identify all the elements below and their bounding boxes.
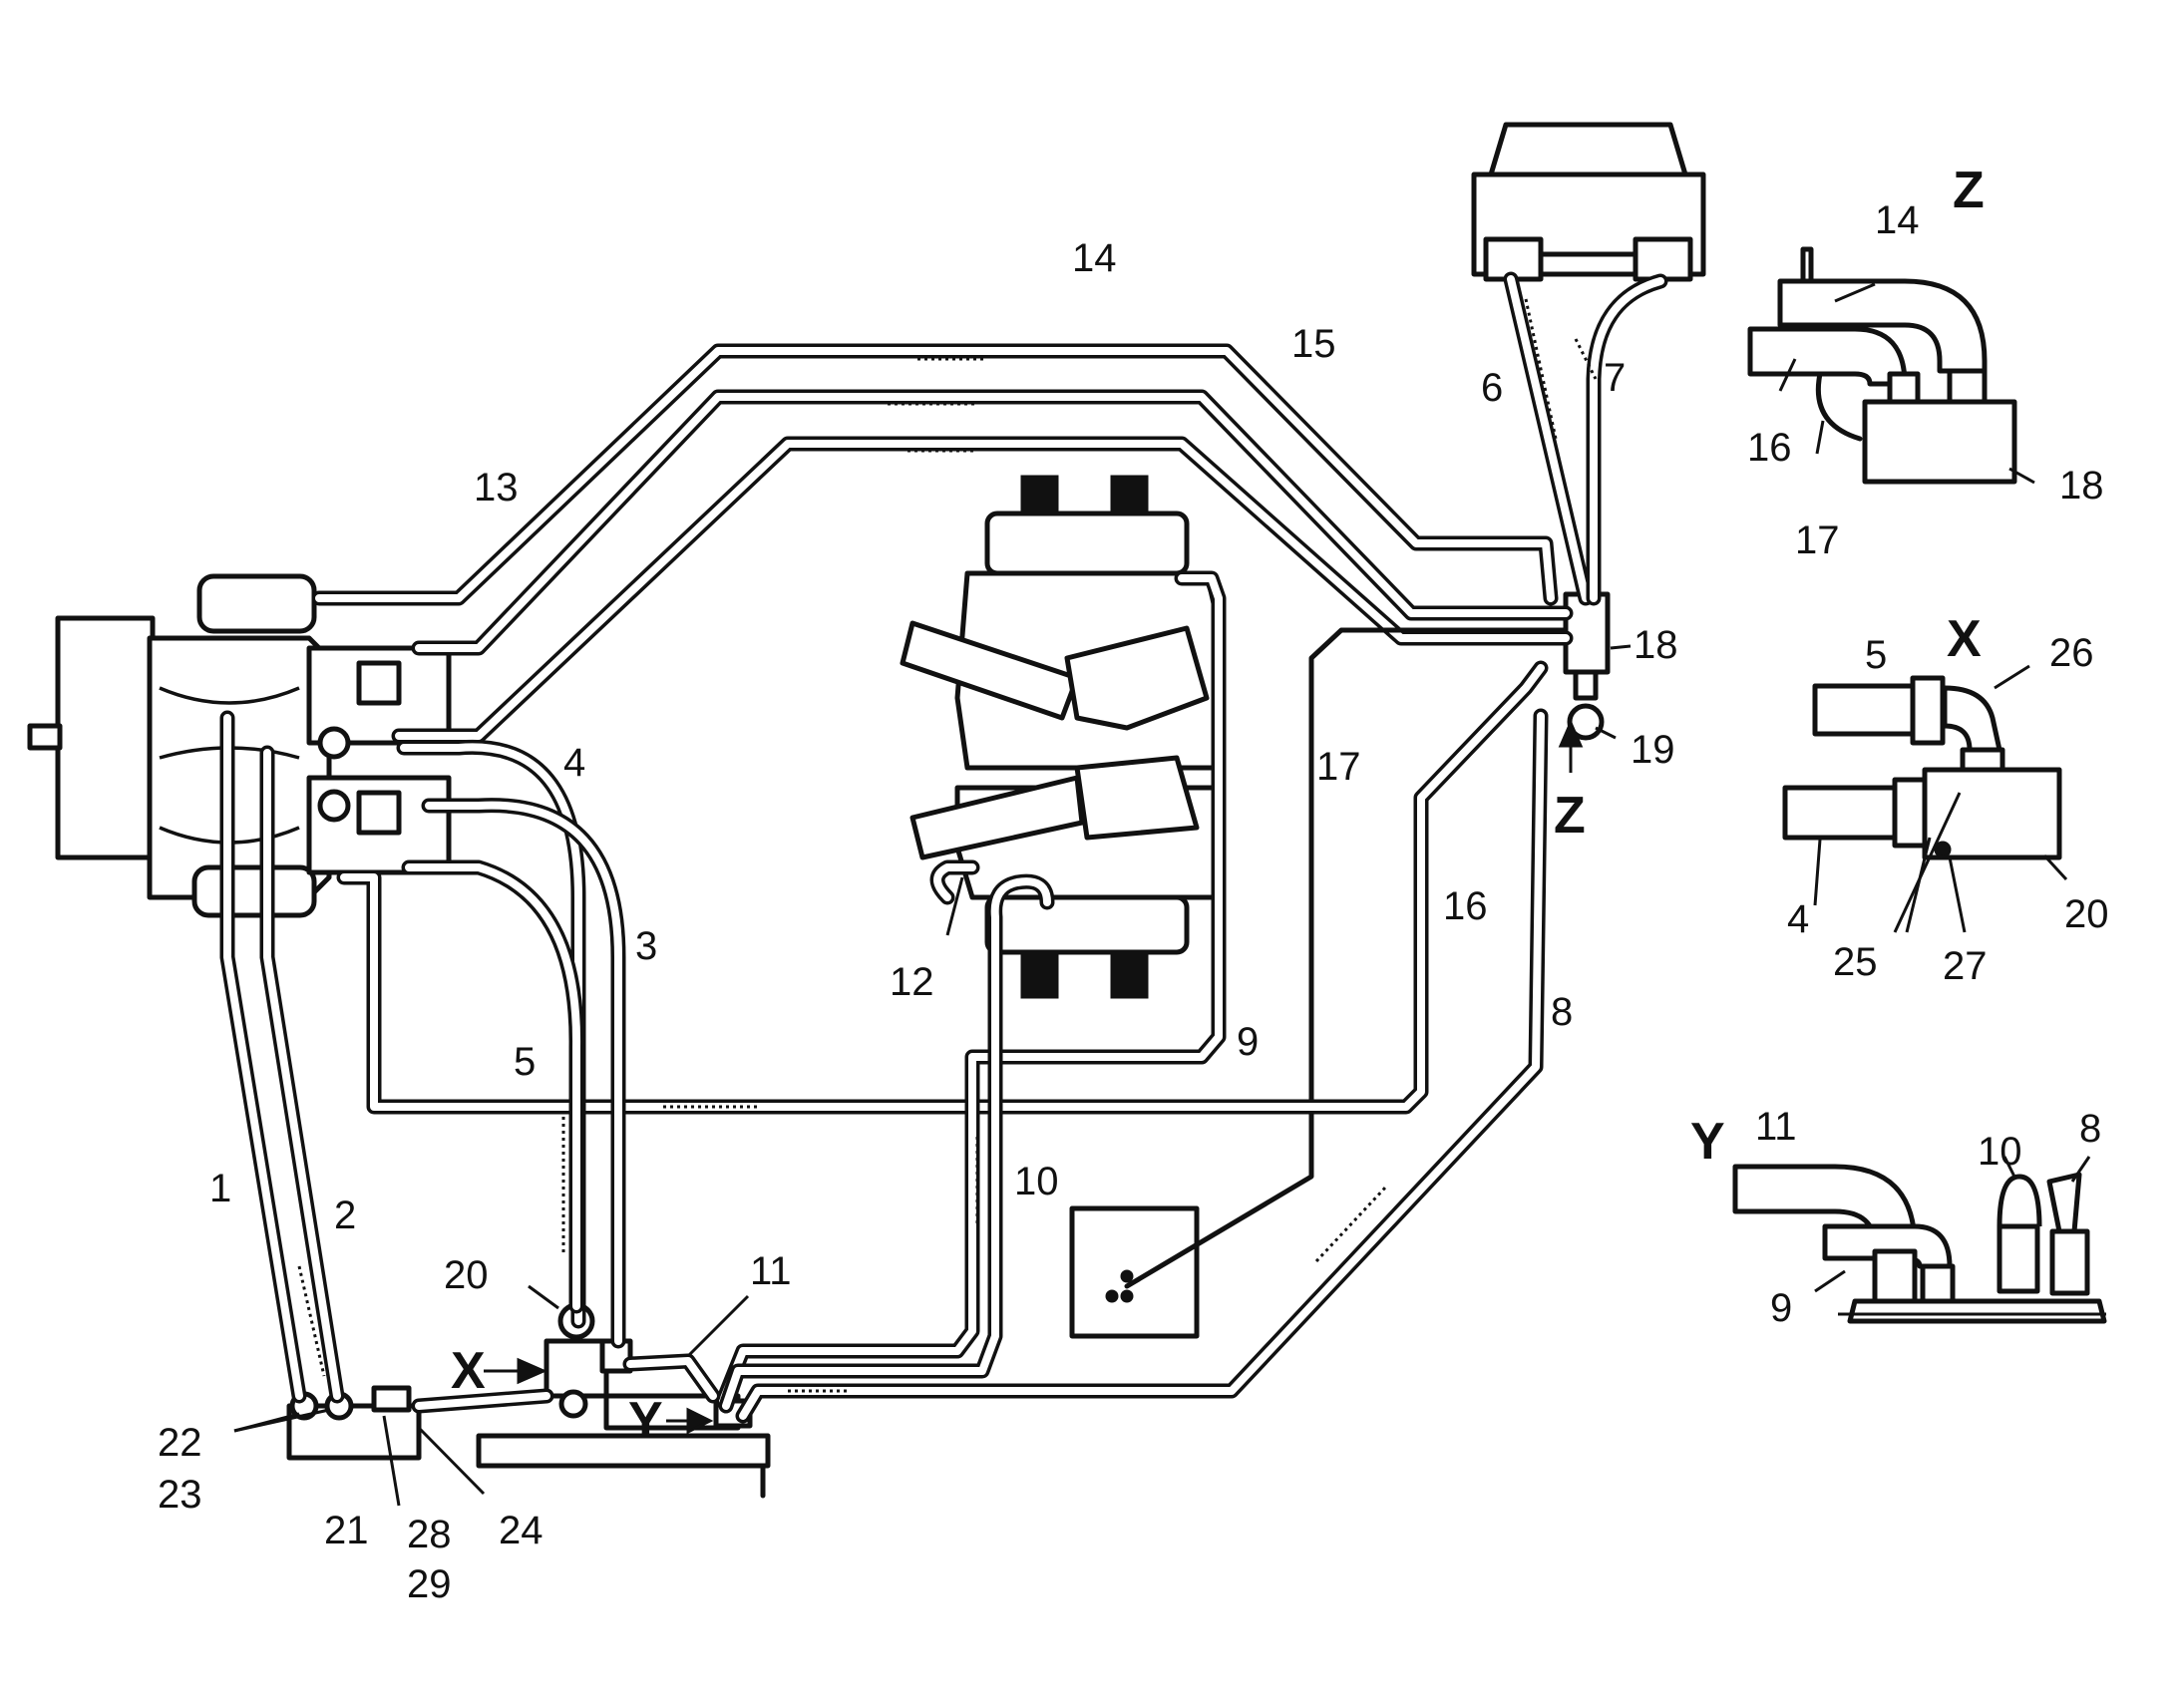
callout-28: 28	[407, 1513, 452, 1556]
hose-clamp-bracket	[1069, 1205, 1200, 1339]
control-valve-block	[900, 475, 1225, 999]
callout-6: 6	[1481, 366, 1503, 410]
callout-20: 20	[444, 1253, 489, 1297]
callout-15: 15	[1291, 322, 1336, 366]
callout-29: 29	[407, 1562, 452, 1606]
detail-x-title: X	[1947, 610, 1982, 668]
callout-8: 8	[1551, 990, 1573, 1034]
view-marker-y: Y	[628, 1392, 714, 1450]
callout-5: 5	[514, 1040, 536, 1084]
detail-view-x: X 5 26 4 20 25 27	[1782, 610, 2109, 988]
detail-z-callout-18: 18	[2059, 464, 2104, 508]
view-marker-x-label: X	[451, 1342, 486, 1400]
manifold-21	[286, 1385, 422, 1461]
view-marker-x: X	[451, 1342, 547, 1400]
callout-3: 3	[635, 924, 657, 968]
view-marker-z-label: Z	[1554, 787, 1586, 845]
hydraulic-pump-assembly	[27, 573, 452, 918]
detail-x-callout-20: 20	[2064, 892, 2109, 936]
callout-13: 13	[474, 466, 519, 510]
detail-z-callout-14: 14	[1875, 198, 1920, 242]
detail-y-title: Y	[1690, 1113, 1725, 1171]
callout-7: 7	[1604, 356, 1626, 400]
detail-x-callout-26: 26	[2049, 631, 2094, 675]
callout-24: 24	[499, 1509, 544, 1552]
detail-y-callout-10: 10	[1978, 1130, 2022, 1174]
detail-z-callout-17: 17	[1795, 518, 1840, 562]
callout-2: 2	[334, 1194, 356, 1237]
detail-y-callout-9: 9	[1770, 1286, 1792, 1330]
detail-x-callout-4: 4	[1787, 897, 1809, 941]
callout-11: 11	[750, 1249, 792, 1293]
leader-lines	[233, 644, 1632, 1507]
detail-view-z: Z 14 16 17 18	[1747, 162, 2104, 562]
main-callouts: 1 2 3 4 5 6 7 8 9 10 11 12 13 14 15 16 1…	[158, 236, 1678, 1606]
callout-9: 9	[1237, 1020, 1259, 1064]
callout-17: 17	[1316, 745, 1361, 789]
detail-y-callout-8: 8	[2079, 1107, 2101, 1151]
detail-x-callout-25: 25	[1833, 940, 1878, 984]
detail-view-y: Y 11 10 8 9	[1690, 1105, 2107, 1330]
view-marker-z: Z	[1554, 719, 1586, 845]
detail-y-callout-11: 11	[1755, 1105, 1797, 1149]
hose-braid-marks	[297, 298, 1598, 1393]
oil-cooler-unit	[1471, 122, 1706, 282]
callout-10: 10	[1014, 1160, 1059, 1203]
callout-12: 12	[890, 960, 934, 1004]
view-marker-y-label: Y	[628, 1392, 663, 1450]
callout-21: 21	[324, 1509, 369, 1552]
detail-x-callout-5: 5	[1865, 633, 1887, 677]
callout-19: 19	[1631, 728, 1675, 772]
hose-routes	[219, 271, 1668, 1424]
detail-z-callout-16: 16	[1747, 426, 1792, 470]
callout-1: 1	[209, 1167, 231, 1210]
manifold-block-18	[1563, 591, 1611, 741]
callout-14: 14	[1072, 236, 1117, 280]
callout-23: 23	[158, 1473, 202, 1517]
detail-z-title: Z	[1953, 162, 1985, 219]
callout-22: 22	[158, 1421, 202, 1465]
detail-x-callout-27: 27	[1943, 944, 1988, 988]
callout-16: 16	[1443, 884, 1488, 928]
callout-4: 4	[563, 741, 585, 785]
callout-18: 18	[1634, 623, 1678, 667]
